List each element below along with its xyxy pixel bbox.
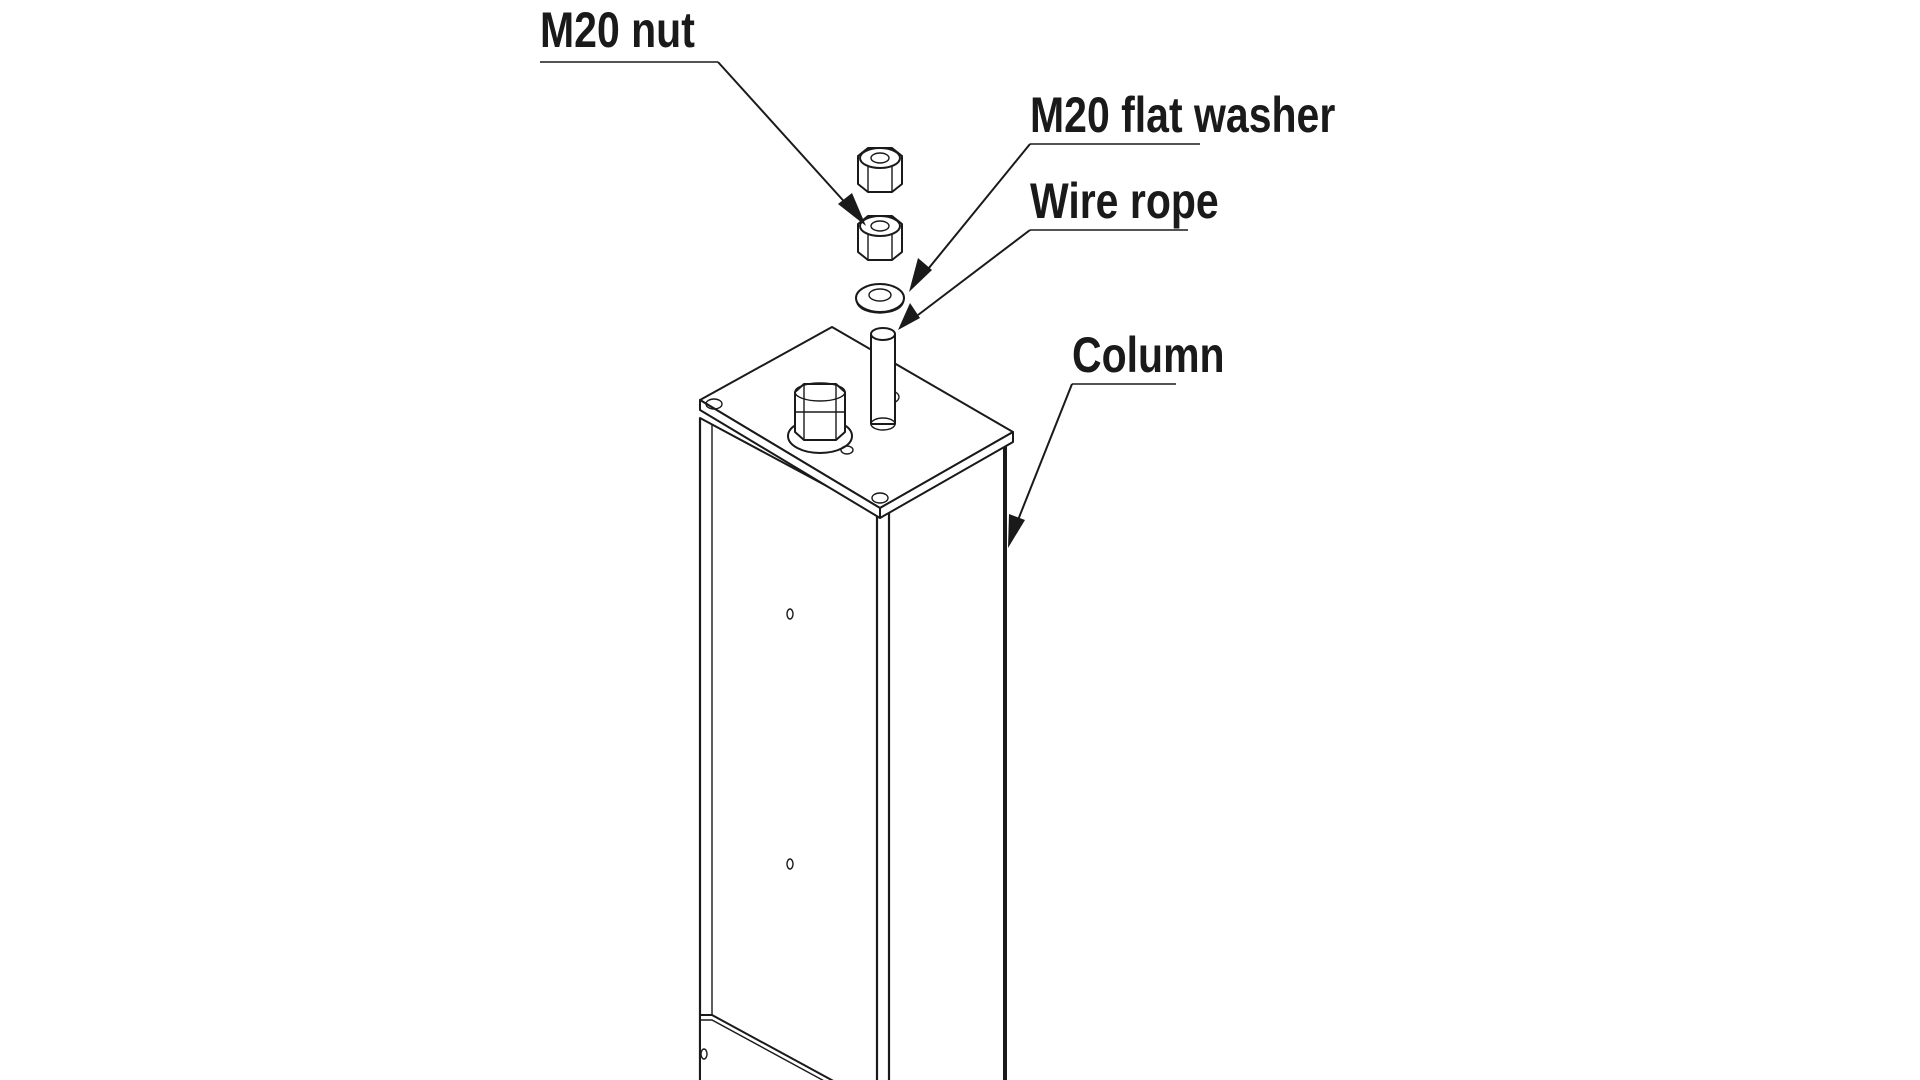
m20-nut-upper (857, 147, 903, 193)
callout-column: Column (1008, 327, 1225, 548)
m20-nut-lower (857, 215, 903, 261)
wire-rope-rod (870, 327, 896, 431)
label-column: Column (1072, 327, 1225, 383)
column (698, 417, 1007, 1080)
top-plate (699, 326, 1014, 519)
callout-m20-flat-washer: M20 flat washer (909, 87, 1336, 292)
cable-gland (787, 382, 854, 455)
callout-wire-rope: Wire rope (898, 173, 1219, 330)
flat-washer (855, 283, 905, 314)
label-wire-rope: Wire rope (1030, 173, 1219, 229)
arrow-column (1008, 514, 1025, 548)
arrow-wire-rope (898, 303, 920, 330)
label-m20-flat-washer: M20 flat washer (1030, 87, 1336, 143)
arrow-m20-nut (838, 193, 866, 226)
arrow-m20-flat-washer (909, 258, 932, 292)
label-m20-nut: M20 nut (540, 2, 695, 58)
callout-m20-nut: M20 nut (540, 2, 866, 226)
